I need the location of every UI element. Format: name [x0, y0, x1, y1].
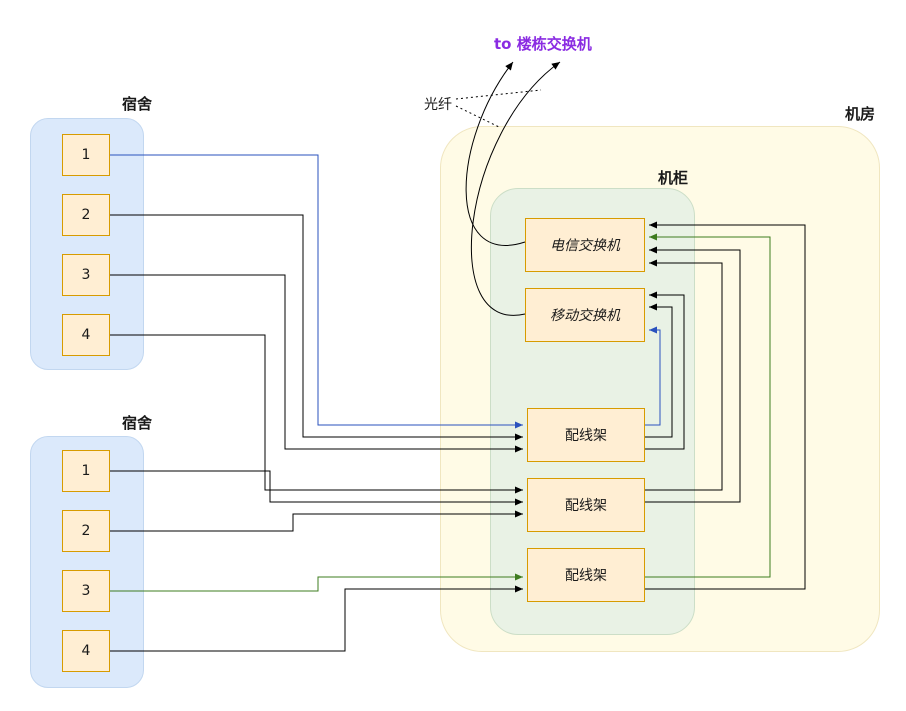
dorm1-room-2: 2: [62, 194, 110, 236]
cabinet-label: 机柜: [658, 169, 689, 187]
dorm-2-label: 宿舍: [122, 414, 153, 432]
mobile-switch-box: 移动交换机: [525, 288, 645, 342]
dorm1-room-3: 3: [62, 254, 110, 296]
patch-panel-2: 配线架: [527, 478, 645, 532]
dorm1-room-4: 4: [62, 314, 110, 356]
dorm2-room-2: 2: [62, 510, 110, 552]
dorm2-room-4: 4: [62, 630, 110, 672]
telecom-switch-box: 电信交换机: [525, 218, 645, 272]
dorm2-room-3: 3: [62, 570, 110, 612]
dorm1-room-1: 1: [62, 134, 110, 176]
patch-panel-3: 配线架: [527, 548, 645, 602]
fiber-callout-line-1: [455, 89, 542, 100]
fiber-callout-line-2: [455, 105, 500, 128]
fiber-label: 光纤: [424, 97, 452, 113]
machine-room-label: 机房: [845, 105, 876, 123]
uplink-label: to 楼栋交换机: [494, 35, 592, 53]
patch-panel-1: 配线架: [527, 408, 645, 462]
dorm-1-label: 宿舍: [122, 95, 153, 113]
dorm2-room-1: 1: [62, 450, 110, 492]
